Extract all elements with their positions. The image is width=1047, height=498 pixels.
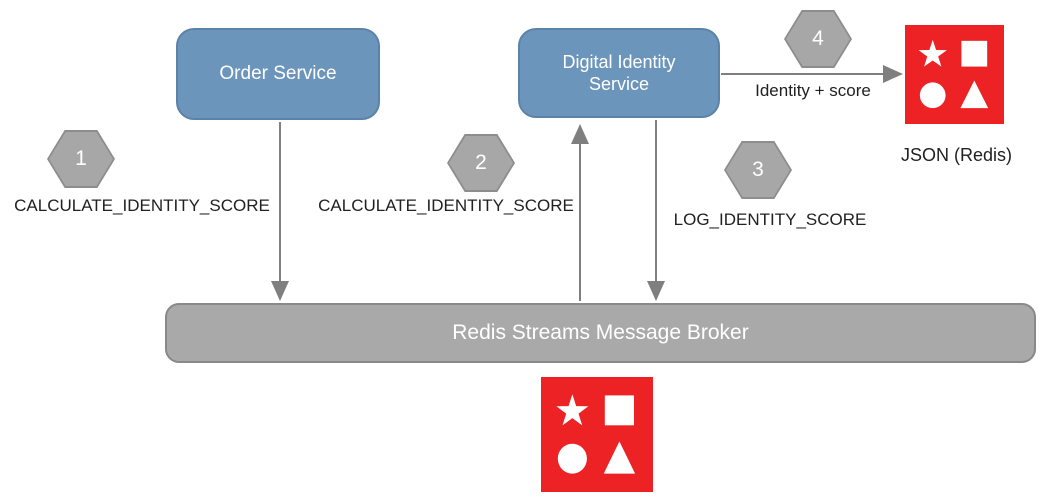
square-icon: [604, 395, 634, 426]
redis-logo-background: [905, 25, 1004, 124]
identity-service-label: Digital Identity Service: [562, 51, 676, 95]
edge-label-identity-plus-score: Identity + score: [755, 81, 871, 100]
redis-json-logo-icon: [905, 25, 1004, 124]
star-icon: [918, 39, 947, 67]
json-redis-caption: JSON (Redis): [900, 145, 1012, 165]
event-label-log-identity-score: LOG_IDENTITY_SCORE: [673, 210, 867, 229]
message-broker-node: Redis Streams Message Broker: [165, 303, 1036, 363]
star-icon: [556, 394, 589, 426]
step-badge-1: 1: [47, 130, 115, 188]
step-badge-2-number: 2: [449, 136, 513, 190]
step-badge-4-number: 4: [786, 12, 850, 66]
square-icon: [961, 40, 988, 67]
triangle-icon: [603, 441, 636, 474]
step-badge-2: 2: [447, 134, 515, 192]
step-badge-3-number: 3: [726, 143, 790, 197]
triangle-icon: [960, 80, 989, 109]
step-badge-4: 4: [784, 10, 852, 68]
message-broker-label: Redis Streams Message Broker: [452, 321, 749, 344]
event-label-calculate-identity-score-1: CALCULATE_IDENTITY_SCORE: [14, 196, 270, 215]
identity-service-node: Digital Identity Service: [518, 28, 720, 118]
step-badge-1-number: 1: [49, 132, 113, 186]
step-badge-3: 3: [724, 141, 792, 199]
circle-icon: [919, 82, 946, 109]
order-service-label: Order Service: [219, 63, 337, 85]
redis-broker-logo-icon: [541, 377, 653, 492]
order-service-node: Order Service: [176, 28, 380, 120]
circle-icon: [557, 443, 587, 474]
event-label-calculate-identity-score-2: CALCULATE_IDENTITY_SCORE: [318, 196, 574, 215]
redis-logo-background: [541, 377, 653, 492]
